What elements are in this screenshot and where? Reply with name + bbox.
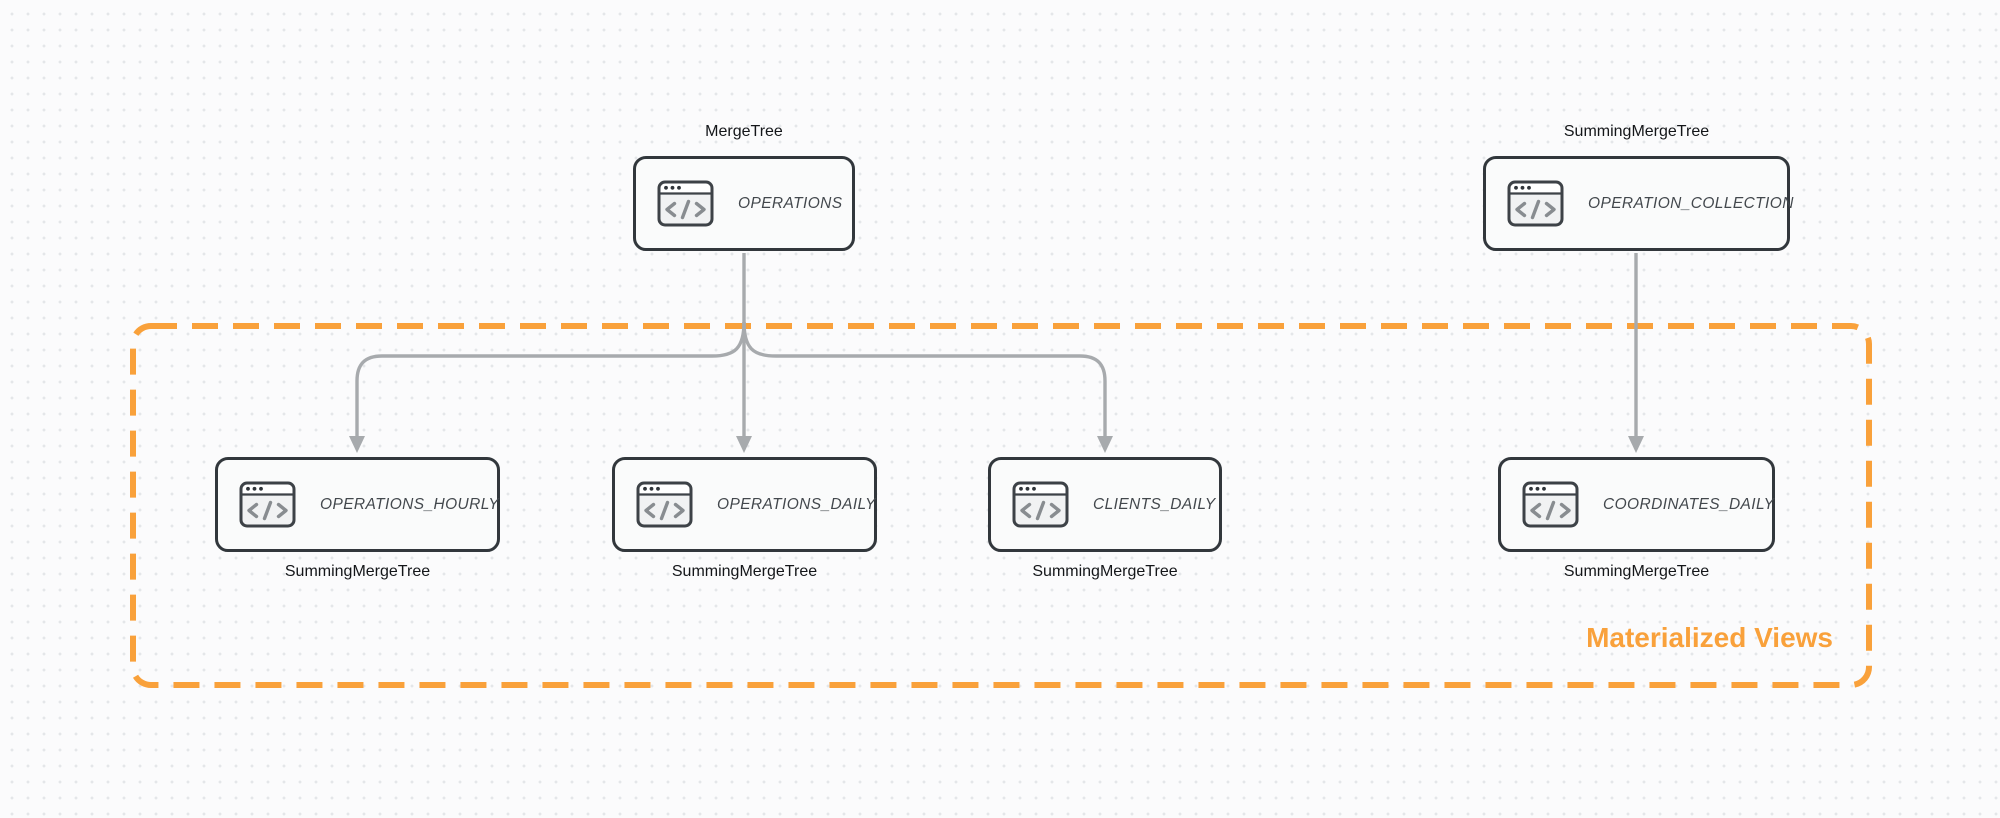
node-label: OPERATION_COLLECTION: [1588, 194, 1794, 212]
node-box-operations-hourly: OPERATIONS_HOURLY: [215, 457, 500, 552]
arrowhead-icon: [349, 436, 365, 453]
code-window-icon: [636, 481, 693, 528]
edge-operations-to-clients-daily: [742, 321, 1107, 437]
node-box-operations-daily: OPERATIONS_DAILY: [612, 457, 877, 552]
engine-caption: MergeTree: [705, 123, 783, 140]
table-node-clients-daily: CLIENTS_DAILY SummingMergeTree: [988, 457, 1222, 580]
table-node-operations-hourly: OPERATIONS_HOURLY SummingMergeTree: [215, 457, 500, 580]
code-window-icon: [1012, 481, 1069, 528]
arrowhead-icon: [1628, 436, 1644, 453]
code-window-icon: [1522, 481, 1579, 528]
node-label: CLIENTS_DAILY: [1093, 495, 1216, 513]
node-label: OPERATIONS_DAILY: [717, 495, 876, 513]
node-box-operations: OPERATIONS: [633, 156, 855, 251]
engine-caption: SummingMergeTree: [284, 563, 431, 580]
engine-caption: SummingMergeTree: [1032, 563, 1178, 580]
node-box-coordinates-daily: COORDINATES_DAILY: [1498, 457, 1775, 552]
arrowhead-icon: [736, 436, 752, 453]
code-window-icon: [1507, 180, 1564, 227]
arrowhead-icon: [1097, 436, 1113, 453]
materialized-views-boundary: [130, 323, 1872, 688]
code-window-icon: [657, 180, 714, 227]
engine-caption: SummingMergeTree: [671, 563, 818, 580]
table-node-operation-collection: SummingMergeTree OPERATION_COLLECTION: [1483, 123, 1793, 251]
node-label: COORDINATES_DAILY: [1603, 495, 1775, 513]
table-node-operations-daily: OPERATIONS_DAILY SummingMergeTree: [612, 457, 877, 580]
node-box-operation-collection: OPERATION_COLLECTION: [1483, 156, 1793, 251]
node-box-clients-daily: CLIENTS_DAILY: [988, 457, 1222, 552]
table-node-coordinates-daily: COORDINATES_DAILY SummingMergeTree: [1498, 457, 1775, 580]
node-label: OPERATIONS_HOURLY: [320, 495, 500, 513]
code-window-icon: [239, 481, 296, 528]
materialized-views-label: Materialized Views: [1586, 622, 1833, 653]
engine-caption: SummingMergeTree: [1563, 563, 1710, 580]
node-label: OPERATIONS: [738, 194, 843, 212]
table-node-operations: MergeTree OPERATIONS: [633, 123, 855, 251]
engine-caption: SummingMergeTree: [1563, 123, 1710, 140]
edge-operations-to-operations-hourly: [355, 321, 746, 437]
